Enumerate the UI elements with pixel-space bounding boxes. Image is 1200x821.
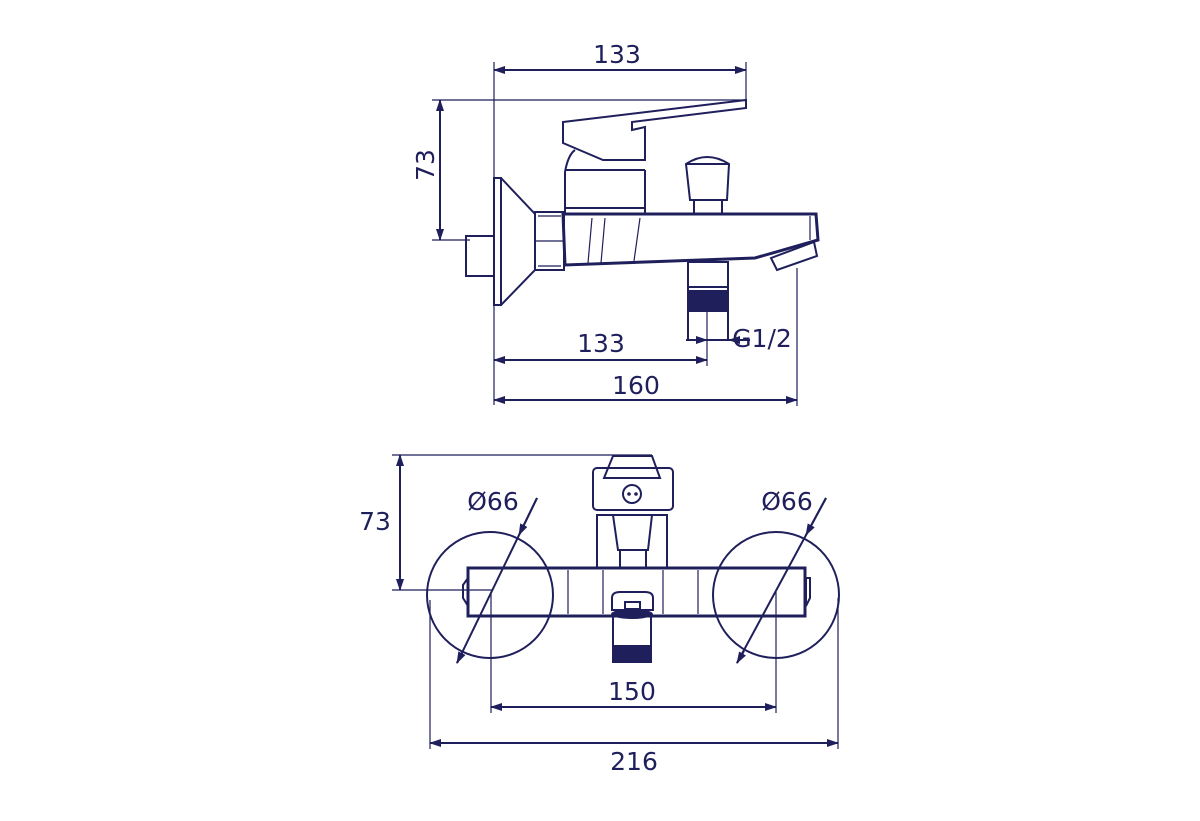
top-view: 73 Ø66 Ø66 150 216 [359, 454, 840, 776]
dim-label-total-length: 160 [612, 371, 660, 400]
dim-label-left-diameter: Ø66 [467, 487, 519, 516]
left-wall-flange [426, 531, 554, 659]
dim-label-outlet-offset: 133 [577, 329, 625, 358]
spout-outlet [611, 591, 654, 663]
cartridge-housing [564, 149, 646, 214]
dim-label-top-height: 73 [359, 507, 391, 536]
top-housing [592, 455, 674, 569]
wall-flange [465, 177, 536, 306]
lever-handle [562, 98, 747, 161]
dim-label-height: 73 [411, 149, 440, 181]
mixer-body [561, 212, 820, 272]
diverter-knob [684, 156, 731, 215]
dim-label-thread: G1/2 [732, 324, 792, 353]
dim-label-top-width: 133 [593, 40, 641, 69]
right-wall-flange [712, 531, 840, 659]
side-view: 133 73 133 G1/2 160 [411, 40, 820, 406]
connection-nut [534, 211, 565, 271]
dim-label-centers: 150 [608, 677, 656, 706]
outlet-connector [687, 261, 729, 341]
dim-label-total-width: 216 [610, 747, 658, 776]
dim-label-right-diameter: Ø66 [761, 487, 813, 516]
